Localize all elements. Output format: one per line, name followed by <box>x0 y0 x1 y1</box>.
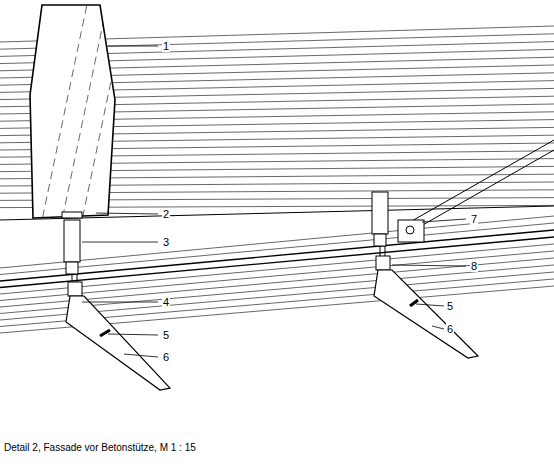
caption: Detail 2, Fassade vor Betonstütze, M 1 :… <box>3 442 197 454</box>
leader-lines <box>82 46 466 357</box>
callout-number: 4 <box>162 296 170 308</box>
strut <box>398 140 554 242</box>
callout-number: 5 <box>446 300 454 312</box>
callout-number: 5 <box>162 329 170 341</box>
console-brackets <box>66 270 478 390</box>
callout-number: 6 <box>446 323 454 335</box>
callout-number: 6 <box>162 351 170 363</box>
callout-number: 1 <box>162 40 170 52</box>
callout-number: 3 <box>162 236 170 248</box>
concrete-column <box>30 0 130 230</box>
callout-number: 2 <box>162 208 170 220</box>
callout-number: 8 <box>470 260 478 272</box>
callout-number: 7 <box>470 213 478 225</box>
post-right <box>372 192 390 270</box>
post-left <box>62 212 82 296</box>
